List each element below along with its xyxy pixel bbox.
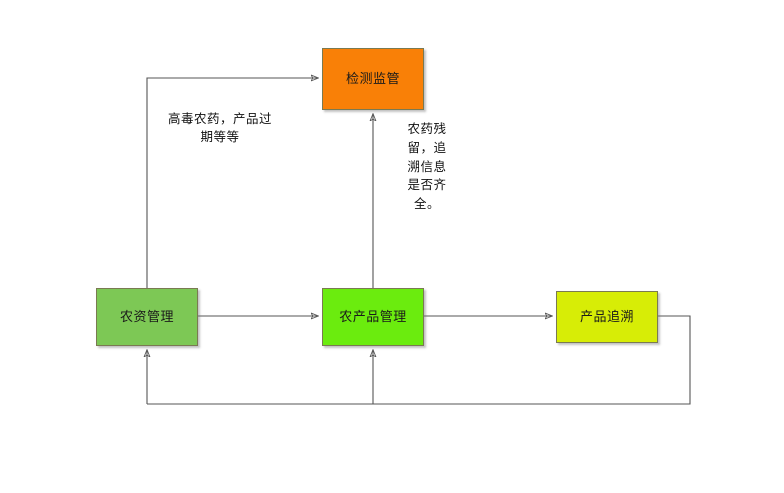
node-inspection[interactable]: 检测监管 [322, 48, 424, 110]
node-agri-input[interactable]: 农资管理 [96, 288, 198, 346]
edge-label-pesticide: 高毒农药，产品过 期等等 [167, 111, 272, 145]
node-agri-product[interactable]: 农产品管理 [322, 288, 424, 346]
edge-label-residue: 农药残 留，追 溯信息 是否齐 全。 [407, 121, 447, 211]
node-traceability[interactable]: 产品追溯 [556, 291, 658, 343]
